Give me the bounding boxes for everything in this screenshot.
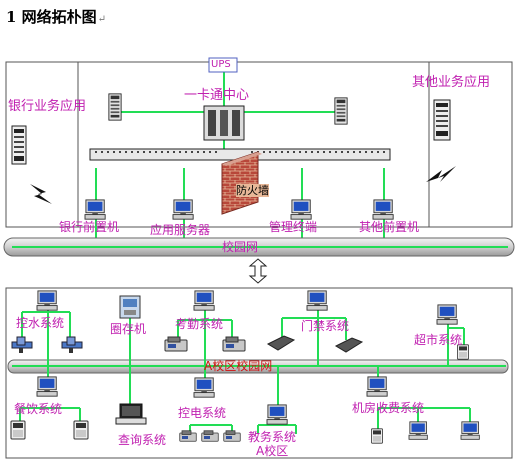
power-meter-2-icon xyxy=(201,430,219,442)
ups-box xyxy=(208,57,238,73)
title-text: 1 网络拓朴图 xyxy=(6,8,97,26)
lab-fee-pc-icon xyxy=(366,376,388,397)
left-server-icon xyxy=(108,93,122,121)
bank-front-pc-icon xyxy=(84,199,106,220)
water-valve-left-icon xyxy=(11,336,33,354)
query-label: 查询系统 xyxy=(118,433,167,447)
access-device-left-icon xyxy=(266,335,296,351)
water-label: 控水系统 xyxy=(16,316,65,330)
core-area-frame xyxy=(5,61,513,228)
water-valve-right-icon xyxy=(61,336,83,354)
firewall-label: 防火墙 xyxy=(236,184,269,197)
supermarket-label: 超市系统 xyxy=(414,333,463,347)
attendance-reader-left-icon xyxy=(164,336,188,352)
academic-pc-icon xyxy=(266,404,288,425)
power-meter-3-icon xyxy=(223,430,241,442)
lab-fee-reader-icon xyxy=(370,428,384,444)
firewall-wall xyxy=(221,151,262,215)
page-title: 1 网络拓朴图↵ xyxy=(6,6,106,27)
return-mark: ↵ xyxy=(97,14,107,25)
other-front-pc-icon xyxy=(372,199,394,220)
attendance-pc-icon xyxy=(193,290,215,311)
bank-app-label: 银行业务应用 xyxy=(8,99,87,114)
lab-fee-label: 机房收费系统 xyxy=(352,401,425,415)
ups-label: UPS xyxy=(211,59,231,70)
connector-arrow-icon xyxy=(248,258,268,284)
core-rack xyxy=(203,105,245,141)
dining-pc-icon xyxy=(36,376,58,397)
dining-label: 餐饮系统 xyxy=(14,402,63,416)
deposit-machine-icon xyxy=(119,295,141,319)
mgmt-terminal-pc-icon xyxy=(290,199,312,220)
water-pc-icon xyxy=(36,290,58,311)
power-meter-1-icon xyxy=(179,430,197,442)
access-device-right-icon xyxy=(334,337,364,353)
lab-pc-2-icon xyxy=(460,421,480,440)
query-terminal-icon xyxy=(115,403,147,425)
left-lightning-icon xyxy=(30,184,52,204)
deposit-label: 圈存机 xyxy=(110,322,147,336)
attendance-label: 考勤系统 xyxy=(175,317,224,331)
center-label: 一卡通中心 xyxy=(184,88,250,103)
supermarket-pc-icon xyxy=(436,304,458,325)
campus-a-label: A校区 xyxy=(256,444,289,458)
right-lightning-icon xyxy=(426,166,456,182)
bank-building-icon xyxy=(11,125,27,165)
access-label: 门禁系统 xyxy=(301,319,350,333)
academic-label: 教务系统 xyxy=(248,430,297,444)
subnet-label: A校区校园网 xyxy=(204,359,273,373)
other-building-icon xyxy=(433,99,451,141)
app-server-label: 应用服务器 xyxy=(150,223,211,237)
dining-terminal-right-icon xyxy=(73,420,89,440)
right-server-icon xyxy=(334,97,348,125)
dining-terminal-left-icon xyxy=(10,420,26,440)
power-label: 控电系统 xyxy=(178,406,227,420)
other-front-label: 其他前置机 xyxy=(359,220,420,234)
attendance-reader-right-icon xyxy=(222,336,246,352)
access-pc-icon xyxy=(306,290,328,311)
lab-pc-1-icon xyxy=(408,421,428,440)
bank-front-label: 银行前置机 xyxy=(59,220,120,234)
campus-net-label: 校园网 xyxy=(222,240,259,254)
app-server-pc-icon xyxy=(172,199,194,220)
mgmt-terminal-label: 管理终端 xyxy=(269,220,318,234)
subnet-area-frame xyxy=(5,287,513,459)
other-app-label: 其他业务应用 xyxy=(412,75,491,90)
power-pc-icon xyxy=(193,377,215,398)
